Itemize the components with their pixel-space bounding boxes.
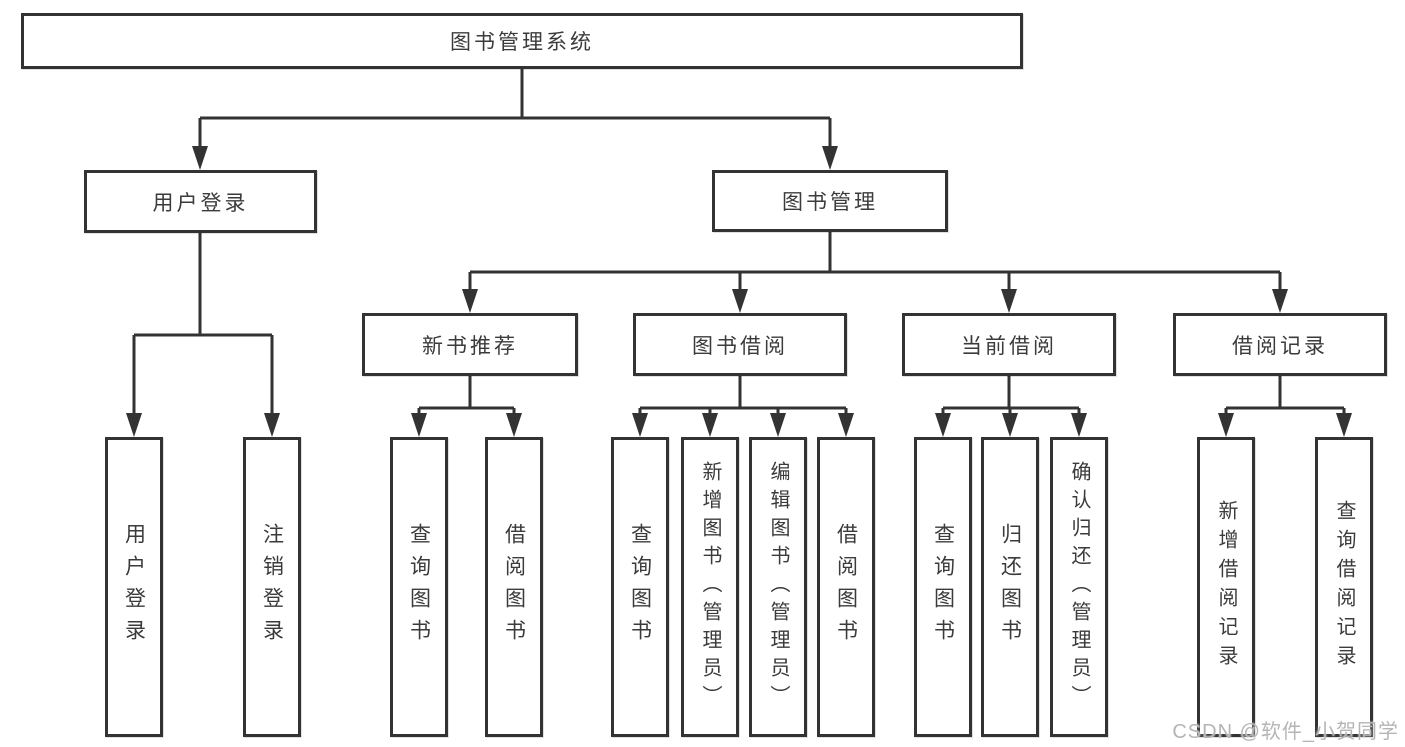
leaf-logout-label: 注销登录	[260, 523, 284, 651]
leaf-borrow-books: 借阅图书	[817, 437, 875, 737]
node-current-borrow: 当前借阅	[902, 313, 1116, 376]
leaf-query-books-recommend: 查询图书	[390, 437, 448, 737]
leaf-user-login: 用户登录	[105, 437, 163, 737]
leaf-borrow-books-recommend-label: 借阅图书	[502, 523, 526, 651]
node-library-system-label: 图书管理系统	[450, 31, 594, 54]
leaf-return-book-label: 归还图书	[998, 523, 1022, 651]
node-new-book-recommend: 新书推荐	[362, 313, 578, 376]
node-new-book-recommend-label: 新书推荐	[422, 334, 518, 358]
leaf-edit-book-admin: 编辑图书（管理员）	[749, 437, 807, 737]
leaf-query-books-current-label: 查询图书	[931, 523, 955, 651]
node-user-login: 用户登录	[84, 170, 317, 233]
leaf-confirm-return-admin: 确认归还（管理员）	[1050, 437, 1108, 737]
leaf-add-borrow-record-label: 新增借阅记录	[1215, 500, 1237, 674]
leaf-add-borrow-record: 新增借阅记录	[1197, 437, 1255, 737]
leaf-return-book: 归还图书	[981, 437, 1039, 737]
leaf-query-books-recommend-label: 查询图书	[407, 523, 431, 651]
node-book-management: 图书管理	[712, 170, 948, 232]
node-borrow-records-label: 借阅记录	[1232, 334, 1328, 358]
node-library-system: 图书管理系统	[21, 13, 1023, 69]
node-user-login-label: 用户登录	[152, 191, 249, 215]
node-book-borrow-label: 图书借阅	[692, 334, 788, 358]
leaf-add-book-admin: 新增图书（管理员）	[681, 437, 739, 737]
leaf-logout: 注销登录	[243, 437, 301, 737]
node-book-borrow: 图书借阅	[633, 313, 847, 376]
leaf-query-books-borrow-label: 查询图书	[628, 523, 652, 651]
leaf-user-login-label: 用户登录	[122, 523, 146, 651]
csdn-watermark: CSDN @软件_小贺同学	[1172, 721, 1399, 743]
node-borrow-records: 借阅记录	[1173, 313, 1387, 376]
leaf-borrow-books-recommend: 借阅图书	[485, 437, 543, 737]
leaf-query-borrow-record: 查询借阅记录	[1315, 437, 1373, 737]
leaf-add-book-admin-label: 新增图书（管理员）	[699, 461, 721, 713]
leaf-query-borrow-record-label: 查询借阅记录	[1333, 500, 1355, 674]
node-book-management-label: 图书管理	[782, 191, 878, 214]
leaf-query-books-borrow: 查询图书	[611, 437, 669, 737]
node-current-borrow-label: 当前借阅	[961, 334, 1057, 358]
leaf-confirm-return-admin-label: 确认归还（管理员）	[1068, 461, 1090, 713]
leaf-query-books-current: 查询图书	[914, 437, 972, 737]
leaf-edit-book-admin-label: 编辑图书（管理员）	[767, 461, 789, 713]
leaf-borrow-books-label: 借阅图书	[834, 523, 858, 651]
